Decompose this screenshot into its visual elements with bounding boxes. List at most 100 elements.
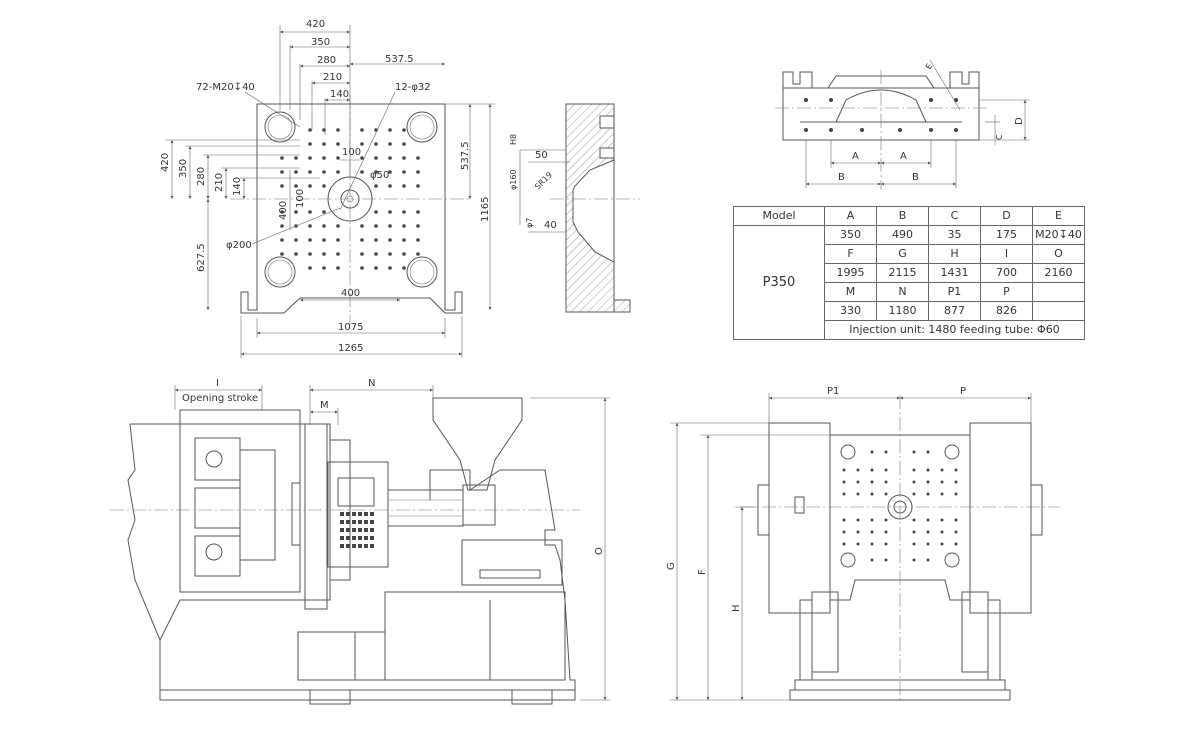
platen-hole (402, 184, 406, 188)
table-cell: 2115 (876, 263, 929, 283)
platen-hole (388, 156, 392, 160)
end-hole (884, 492, 888, 496)
slot-hole (829, 128, 833, 132)
end-hole (884, 518, 888, 522)
end-hole (954, 492, 958, 496)
panel-key (352, 528, 356, 532)
platen-hole (388, 128, 392, 132)
end-hole (870, 542, 874, 546)
control-panel-keys (340, 512, 374, 548)
end-hole (940, 492, 944, 496)
panel-key (370, 536, 374, 540)
platen-hole (416, 224, 420, 228)
end-hole (954, 518, 958, 522)
dim-350-top: 350 (311, 37, 330, 48)
model-name: P350 (733, 225, 825, 340)
platen-hole-grid (280, 128, 420, 270)
table-cell: I (980, 244, 1033, 264)
table-cell (1032, 301, 1085, 321)
opening-stroke-label: Opening stroke (182, 393, 258, 404)
dim-a-left: A (852, 151, 859, 162)
platen-hole (280, 238, 284, 242)
end-hole (856, 492, 860, 496)
end-hole (884, 480, 888, 484)
platen-hole (374, 210, 378, 214)
table-cell: P (980, 282, 1033, 302)
platen-hole (336, 266, 340, 270)
panel-key (346, 528, 350, 532)
platen-hole (336, 224, 340, 228)
end-hole (884, 530, 888, 534)
slot-hole (929, 98, 933, 102)
panel-key (364, 512, 368, 516)
end-hole (870, 558, 874, 562)
dim-6275-left: 627.5 (196, 243, 207, 272)
panel-key (346, 512, 350, 516)
table-cell: 175 (980, 225, 1033, 245)
platen-hole (374, 142, 378, 146)
platen-hole (388, 142, 392, 146)
platen-hole (294, 184, 298, 188)
end-hole (940, 480, 944, 484)
dim-phi200: φ200 (226, 240, 252, 251)
dim-i-side: I (216, 378, 219, 389)
panel-key (370, 528, 374, 532)
dim-b-right: B (912, 172, 919, 183)
panel-key (364, 536, 368, 540)
platen-hole (294, 210, 298, 214)
dim-5375-top: 537.5 (385, 54, 414, 65)
slot-hole (954, 128, 958, 132)
platen-hole (374, 224, 378, 228)
table-cell: E (1032, 206, 1085, 226)
dim-420-top: 420 (306, 19, 325, 30)
panel-key (370, 520, 374, 524)
platen-hole (322, 252, 326, 256)
dim-50: 50 (535, 150, 548, 161)
panel-key (340, 528, 344, 532)
slot-detail-view: A A B B D C E (775, 59, 1030, 190)
table-cell: 1995 (824, 263, 877, 283)
spec-table: Model A B C D E P350 350 490 35 175 M20↧… (733, 206, 1085, 340)
end-hole (842, 480, 846, 484)
end-hole (954, 480, 958, 484)
slot-hole (804, 128, 808, 132)
platen-hole (336, 156, 340, 160)
dim-420-left: 420 (160, 153, 171, 172)
end-hole (912, 492, 916, 496)
table-cell: P1 (928, 282, 981, 302)
dim-p1-end: P1 (827, 386, 839, 397)
dim-h8: H8 (509, 134, 518, 145)
platen-hole (402, 156, 406, 160)
dim-1165-right: 1165 (480, 197, 491, 222)
end-hole (912, 542, 916, 546)
panel-key (340, 544, 344, 548)
platen-hole (402, 210, 406, 214)
end-hole (954, 542, 958, 546)
dim-f-end: F (697, 569, 708, 575)
table-cell: F (824, 244, 877, 264)
platen-hole (388, 210, 392, 214)
platen-hole (416, 238, 420, 242)
platen-hole (308, 156, 312, 160)
end-hole (926, 480, 930, 484)
dim-d: D (1014, 117, 1025, 125)
platen-hole (308, 170, 312, 174)
dim-a-right: A (900, 151, 907, 162)
dim-210-left: 210 (214, 173, 225, 192)
platen-hole (416, 170, 420, 174)
platen-hole (360, 252, 364, 256)
platen-hole (336, 238, 340, 242)
table-cell: 2160 (1032, 263, 1085, 283)
table-cell: C (928, 206, 981, 226)
table-cell: N (876, 282, 929, 302)
end-hole (912, 480, 916, 484)
panel-key (358, 528, 362, 532)
platen-hole (402, 224, 406, 228)
end-hole (940, 530, 944, 534)
platen-hole (360, 266, 364, 270)
platen-hole (280, 252, 284, 256)
end-hole (870, 518, 874, 522)
end-hole (926, 542, 930, 546)
platen-hole (374, 238, 378, 242)
